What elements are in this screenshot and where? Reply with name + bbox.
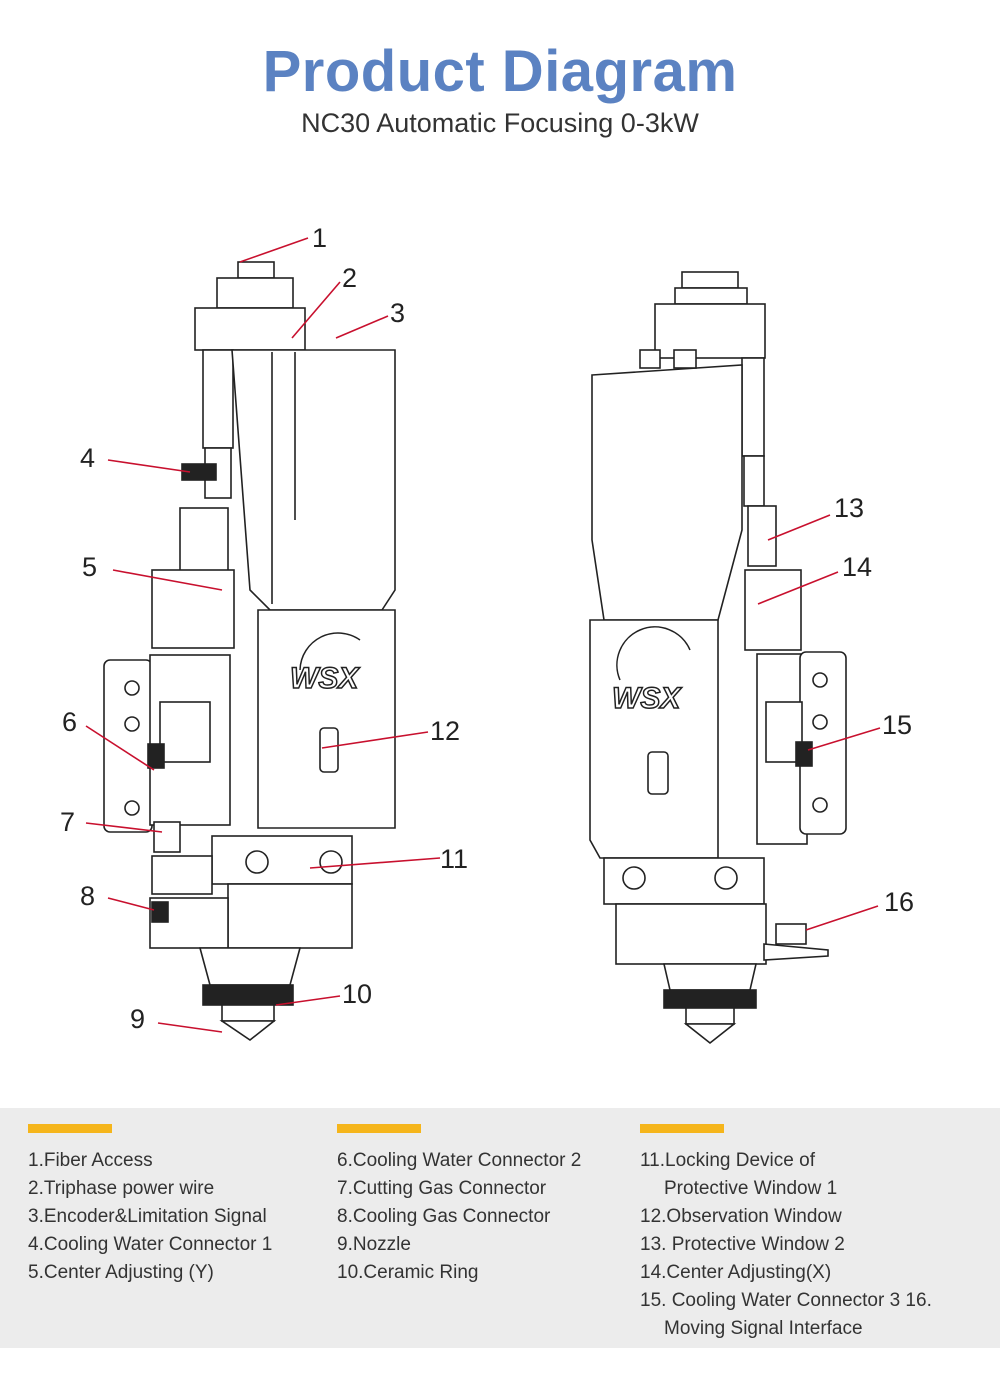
logo-wsx-left: WSX [289,632,361,696]
legend-item: 4.Cooling Water Connector 1 [28,1234,273,1255]
legend-item: 12.Observation Window [640,1206,842,1227]
right-head-drawing [589,271,847,1045]
left-head-drawing [103,261,396,1041]
callout-13: 13 [834,493,864,523]
legend-accent-bar [640,1124,724,1133]
legend-item: Moving Signal Interface [664,1318,863,1339]
callout-2: 2 [342,263,357,293]
legend-column-3: 11.Locking Device of Protective Window 1… [640,1124,932,1343]
callout-8: 8 [80,881,95,911]
legend-item: 14.Center Adjusting(X) [640,1262,832,1283]
legend-item: Protective Window 1 [664,1178,838,1199]
callout-1: 1 [312,223,327,253]
legend-item: 10.Ceramic Ring [337,1262,479,1283]
legend-panel: 1.Fiber Access 2.Triphase power wire 3.E… [0,1108,1000,1348]
legend-item: 15. Cooling Water Connector 3 16. [640,1290,932,1311]
legend-accent-bar [28,1124,112,1133]
legend-item: 7.Cutting Gas Connector [337,1178,547,1199]
page-subtitle: NC30 Automatic Focusing 0-3kW [301,108,699,138]
legend-item: 3.Encoder&Limitation Signal [28,1206,267,1227]
legend-item: 6.Cooling Water Connector 2 [337,1150,582,1171]
callout-16: 16 [884,887,914,917]
callout-10: 10 [342,979,372,1009]
callout-11: 11 [440,844,468,874]
svg-text:WSX: WSX [290,662,360,695]
legend-item: 9.Nozzle [337,1234,411,1255]
legend-item: 8.Cooling Gas Connector [337,1206,551,1227]
callout-6: 6 [62,707,77,737]
svg-text:WSX: WSX [612,682,682,715]
legend-accent-bar [337,1124,421,1133]
legend-column-1: 1.Fiber Access 2.Triphase power wire 3.E… [28,1124,272,1287]
legend-item: 5.Center Adjusting (Y) [28,1262,214,1283]
callout-3: 3 [390,298,405,328]
callout-15: 15 [882,710,912,740]
legend-item: 2.Triphase power wire [28,1178,215,1199]
callout-9: 9 [130,1004,145,1034]
legend-item: 13. Protective Window 2 [640,1234,845,1255]
callout-14: 14 [842,552,872,582]
logo-wsx-right: WSX [611,626,691,716]
callout-7: 7 [60,807,75,837]
legend-column-2: 6.Cooling Water Connector 2 7.Cutting Ga… [337,1124,581,1287]
callout-lines [85,237,881,1033]
callout-12: 12 [430,716,460,746]
page-title: Product Diagram [262,39,738,104]
product-diagram: WSX WSX 1 2 3 4 5 6 7 8 9 10 11 12 [60,223,914,1045]
legend-item: 1.Fiber Access [28,1150,153,1171]
callout-5: 5 [82,552,97,582]
legend-item: 11.Locking Device of [640,1150,815,1171]
callout-4: 4 [80,443,95,473]
